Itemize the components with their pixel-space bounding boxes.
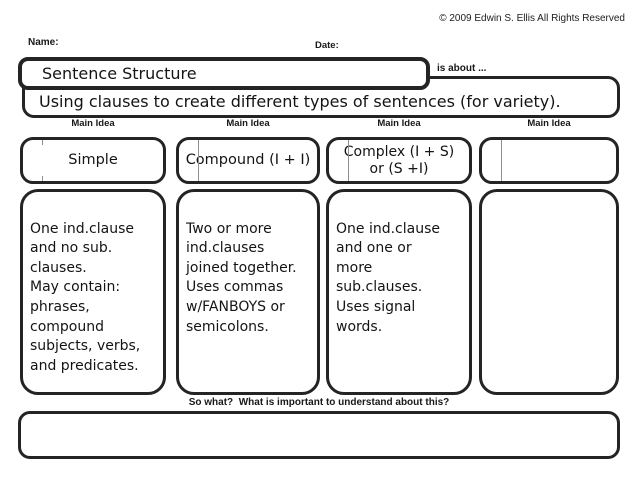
so-what-box[interactable] bbox=[18, 411, 620, 459]
date-label: Date: bbox=[315, 40, 339, 51]
detail-text: One ind.clause and no sub. clauses. May … bbox=[30, 220, 141, 374]
main-idea-header-2: Main Idea bbox=[226, 118, 270, 129]
guide-line bbox=[501, 140, 502, 181]
so-what-label: So what? What is important to understand… bbox=[188, 397, 450, 408]
title-box[interactable]: Sentence Structure bbox=[18, 57, 430, 90]
detail-box-2[interactable]: Two or more ind.clauses joined together.… bbox=[176, 189, 320, 395]
name-label: Name: bbox=[28, 37, 59, 48]
detail-text: Two or more ind.clauses joined together.… bbox=[186, 220, 297, 335]
detail-box-3[interactable]: One ind.clause and one or more sub.claus… bbox=[326, 189, 472, 395]
main-idea-text: Compound (I + I) bbox=[185, 152, 311, 168]
detail-box-4[interactable] bbox=[479, 189, 619, 395]
copyright-notice: © 2009 Edwin S. Ellis All Rights Reserve… bbox=[439, 13, 625, 24]
main-idea-box-4[interactable] bbox=[479, 137, 619, 184]
main-idea-header-1: Main Idea bbox=[71, 118, 115, 129]
main-idea-header-3: Main Idea bbox=[377, 118, 421, 129]
guide-line bbox=[348, 140, 349, 181]
is-about-text: Using clauses to create different types … bbox=[39, 92, 561, 111]
guide-line bbox=[198, 140, 199, 181]
guide-tick bbox=[42, 140, 43, 145]
main-idea-header-4: Main Idea bbox=[527, 118, 571, 129]
main-idea-text: Complex (I + S) or (S +I) bbox=[343, 143, 455, 177]
guide-tick bbox=[42, 176, 43, 181]
title-text: Sentence Structure bbox=[42, 64, 197, 83]
main-idea-box-3[interactable]: Complex (I + S) or (S +I) bbox=[326, 137, 472, 184]
main-idea-box-1[interactable]: Simple bbox=[20, 137, 166, 184]
main-idea-text: Simple bbox=[68, 152, 118, 168]
detail-text: One ind.clause and one or more sub.claus… bbox=[336, 220, 441, 335]
detail-box-1[interactable]: One ind.clause and no sub. clauses. May … bbox=[20, 189, 166, 395]
main-idea-box-2[interactable]: Compound (I + I) bbox=[176, 137, 320, 184]
is-about-label: is about ... bbox=[437, 63, 487, 74]
